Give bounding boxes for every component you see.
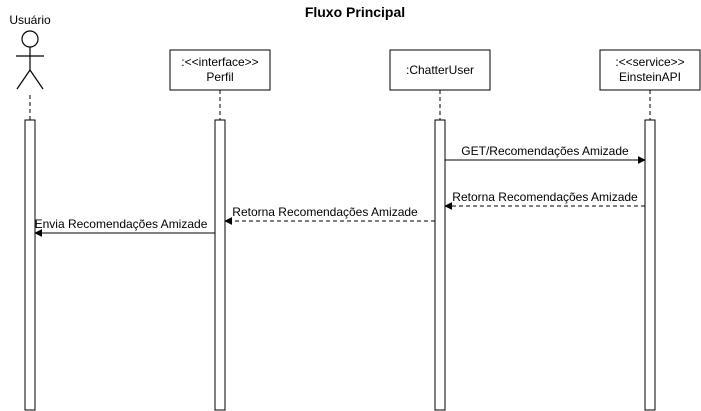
stick-figure-icon [16, 30, 44, 90]
activation-chatteruser [434, 119, 446, 411]
participant-einsteinapi: :<<service>> EinsteinAPI [599, 49, 701, 411]
diagram-title: Fluxo Principal [305, 4, 405, 20]
participant-chatteruser: :ChatterUser [389, 49, 491, 411]
participant-box-perfil [169, 49, 271, 91]
participant-stereotype: :<<interface>> [181, 55, 258, 69]
participant-name: :ChatterUser [406, 63, 474, 77]
activation-einsteinapi [644, 119, 656, 411]
participant-box-einsteinapi [599, 49, 701, 91]
message-label: GET/Recomendações Amizade [461, 144, 629, 158]
participant-name: Perfil [206, 70, 233, 84]
message-label: Retorna Recomendações Amizade [232, 205, 418, 219]
message-label: Retorna Recomendações Amizade [452, 190, 638, 204]
activation-usuario [24, 119, 36, 411]
message-get-recomendacoes: GET/Recomendações Amizade [445, 144, 646, 164]
actor-label: Usuário [9, 13, 51, 27]
message-retorna-einstein: Retorna Recomendações Amizade [444, 190, 645, 210]
participant-stereotype: :<<service>> [615, 55, 684, 69]
participant-box-chatteruser [389, 49, 491, 91]
actor-usuario: Usuário [9, 13, 51, 411]
message-label: Envia Recomendações Amizade [35, 217, 208, 231]
message-retorna-chatteruser: Retorna Recomendações Amizade [224, 205, 435, 225]
message-envia-recomendacoes: Envia Recomendações Amizade [34, 217, 215, 237]
participant-perfil: :<<interface>> Perfil [169, 49, 271, 411]
activation-perfil [214, 119, 226, 411]
participant-name: EinsteinAPI [619, 70, 681, 84]
